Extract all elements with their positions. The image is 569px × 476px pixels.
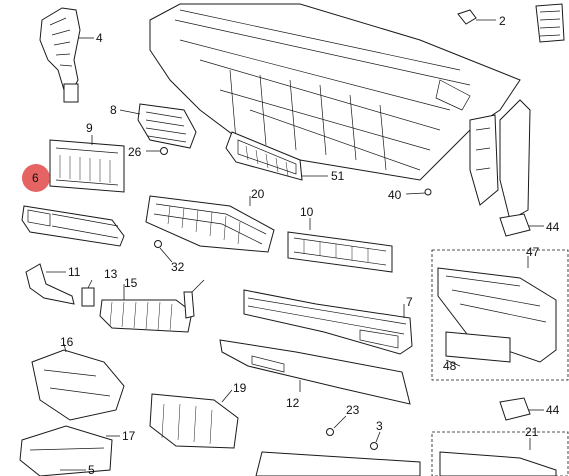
callout-8: 8 <box>110 103 117 117</box>
callout-12: 12 <box>286 396 300 410</box>
part-8-center-vent <box>119 103 197 149</box>
callout-44-upper: 44 <box>546 220 560 234</box>
callout-21: 21 <box>525 425 539 439</box>
callout-19: 19 <box>233 381 247 395</box>
callout-48: 48 <box>443 359 457 373</box>
callout-11: 11 <box>68 265 81 279</box>
part-17-column-cover-lower <box>19 425 120 476</box>
part-4-side-bracket <box>39 7 94 103</box>
part-32-screw <box>154 240 173 263</box>
callout-13: 13 <box>104 267 118 281</box>
callout-15: 15 <box>124 276 138 290</box>
callout-32: 32 <box>171 260 185 274</box>
part-23-screws <box>326 415 381 450</box>
callout-47: 47 <box>526 245 540 259</box>
callout-20: 20 <box>251 187 265 201</box>
part-40-fastener <box>405 188 432 196</box>
part-13-clip <box>81 279 95 307</box>
callout-6: 6 <box>32 171 39 185</box>
part-44-clip-upper <box>499 213 544 237</box>
part-small-bracket <box>183 279 205 319</box>
callout-16: 16 <box>60 335 74 349</box>
part-9-bracket <box>49 135 125 193</box>
callout-6-marker <box>22 164 50 192</box>
part-10-bracket <box>287 218 393 273</box>
callout-40: 40 <box>388 188 402 202</box>
part-51-vent-bezel <box>225 131 328 181</box>
part-12-lower-trim <box>219 339 411 405</box>
part-20-module-bracket <box>145 195 275 253</box>
callout-4: 4 <box>96 31 103 45</box>
part-19-lower-bracket <box>149 389 239 449</box>
part-lower-panel <box>255 451 421 476</box>
callout-26: 26 <box>128 145 142 159</box>
glovebox-detail-box <box>431 249 569 381</box>
lower-detail-box <box>431 431 569 476</box>
callout-3: 3 <box>376 419 383 433</box>
callout-17: 17 <box>122 429 136 443</box>
part-2-clip <box>457 9 496 25</box>
part-44-clip-lower <box>499 397 544 421</box>
part-vent-top-right <box>535 3 565 43</box>
part-11-bracket <box>25 263 75 305</box>
callout-44-lower: 44 <box>546 403 560 417</box>
callout-5: 5 <box>88 463 95 476</box>
callout-9: 9 <box>86 121 93 135</box>
callout-2: 2 <box>499 14 506 28</box>
part-26-screw <box>146 147 168 155</box>
part-15-support-bracket <box>99 284 193 333</box>
callout-23: 23 <box>346 403 360 417</box>
instrument-panel-carrier <box>149 3 531 221</box>
part-6-trim-panel <box>21 205 125 247</box>
callout-10: 10 <box>300 205 314 219</box>
part-7-trim-strip <box>243 289 413 355</box>
callout-51: 51 <box>331 169 345 183</box>
part-16-column-cover <box>31 343 125 421</box>
callout-7: 7 <box>406 295 413 309</box>
